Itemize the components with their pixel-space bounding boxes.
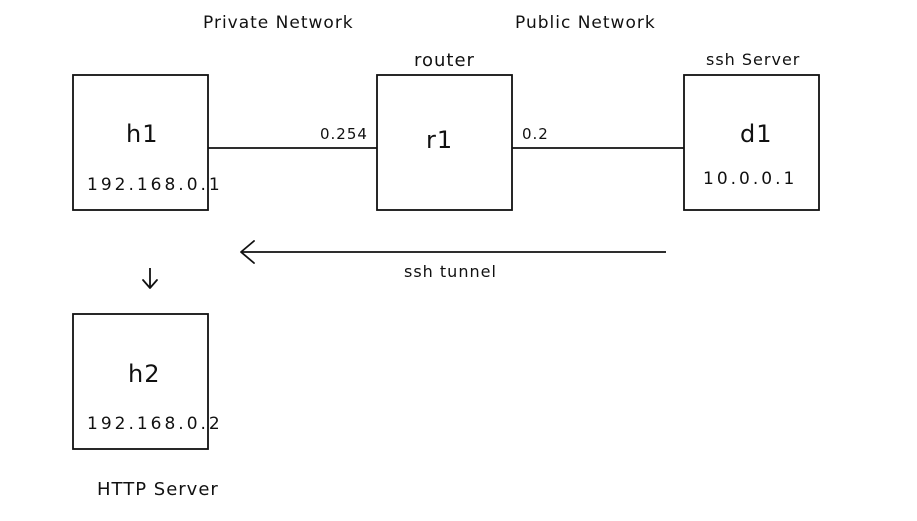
h2-ip: 192.168.0.2 bbox=[87, 414, 223, 434]
h1-name: h1 bbox=[126, 120, 159, 148]
h1-box bbox=[72, 74, 209, 211]
ssh-tunnel-arrowhead-icon bbox=[240, 240, 255, 264]
h1-ip: 192.168.0.1 bbox=[87, 175, 223, 195]
r1-private-interface-label: 0.254 bbox=[320, 125, 368, 143]
d1-name: d1 bbox=[740, 120, 773, 148]
h2-name: h2 bbox=[128, 360, 161, 388]
ssh-server-label: ssh Server bbox=[706, 50, 801, 69]
down-arrow-icon bbox=[142, 279, 158, 289]
public-network-label: Public Network bbox=[515, 13, 656, 33]
http-server-label: HTTP Server bbox=[97, 479, 219, 500]
private-network-label: Private Network bbox=[203, 13, 354, 33]
ssh-tunnel-label: ssh tunnel bbox=[404, 262, 497, 281]
router-label: router bbox=[414, 50, 475, 71]
r1-name: r1 bbox=[426, 126, 454, 154]
d1-ip: 10.0.0.1 bbox=[703, 169, 798, 189]
d1-box bbox=[683, 74, 820, 211]
r1-public-interface-label: 0.2 bbox=[522, 125, 549, 143]
r1-box bbox=[376, 74, 513, 211]
h2-box bbox=[72, 313, 209, 450]
